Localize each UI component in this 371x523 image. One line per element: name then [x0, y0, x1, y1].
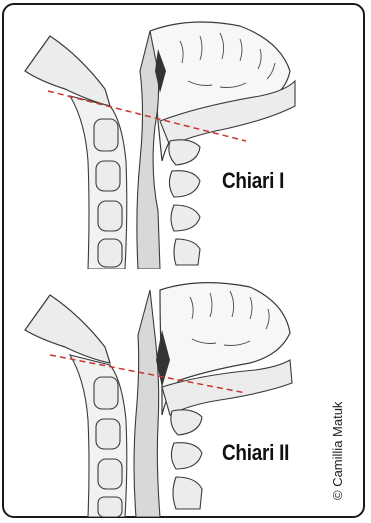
occipital-bone: [25, 295, 110, 363]
figure-frame: Chiari I: [2, 3, 365, 518]
chiari-ii-drawing: [10, 275, 310, 517]
chiari-i-illustration: [10, 11, 310, 269]
chiari-ii-label: Chiari II: [222, 440, 289, 466]
copyright-credit: © Camillia Matuk: [330, 402, 345, 500]
chiari-i-label: Chiari I: [222, 168, 284, 194]
posterior-vertebrae: [171, 410, 202, 509]
brainstem: [134, 290, 160, 517]
posterior-vertebrae: [169, 140, 200, 265]
chiari-i-drawing: [10, 11, 310, 269]
chiari-ii-illustration: [10, 275, 310, 517]
